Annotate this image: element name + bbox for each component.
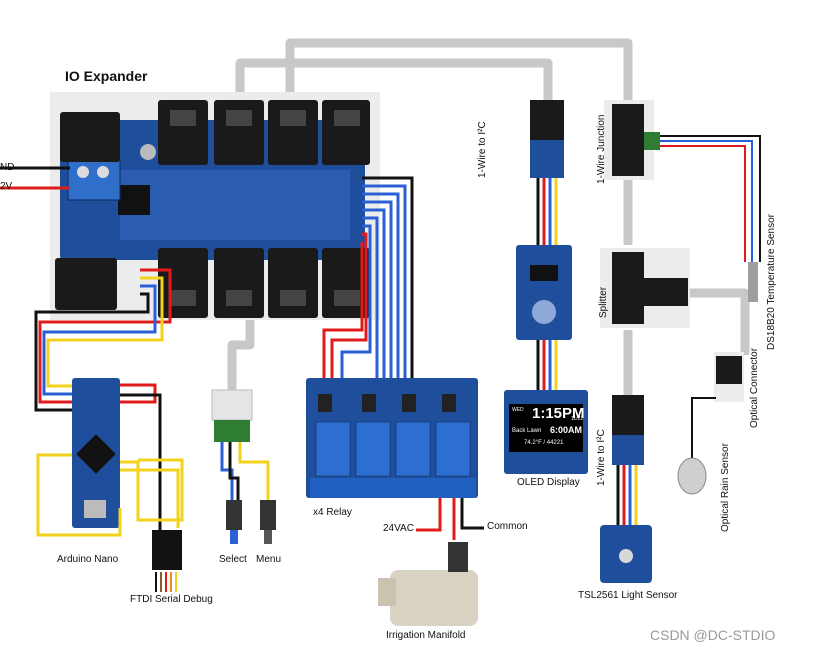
oled-zone: Back Lawn (512, 428, 542, 434)
ftdi-header (152, 530, 182, 570)
rtc-module (516, 245, 572, 340)
select-button[interactable] (226, 500, 242, 530)
onewire-junction-label: 1-Wire Junction (596, 114, 607, 184)
oled-remaining: 6:00AM (550, 425, 583, 435)
ds18b20-probe (748, 262, 758, 302)
ftdi-label: FTDI Serial Debug (130, 594, 213, 605)
arduino-nano-label: Arduino Nano (57, 554, 119, 565)
onewire-adapter-top-connector (530, 100, 564, 140)
button-terminal (214, 420, 250, 442)
optical-rain-sensor (677, 457, 707, 495)
watermark: CSDN @DC-STDIO (650, 627, 776, 643)
oled-screen (509, 404, 583, 452)
oled-date: 11/21 (571, 416, 584, 422)
menu-button[interactable] (260, 500, 276, 530)
splitter (612, 252, 644, 324)
relay-wires (322, 176, 414, 382)
usb-port (84, 500, 106, 518)
12v-label: 2V (0, 181, 13, 192)
oled-temp: 74.2°F / 44221 (524, 440, 564, 446)
onewire-junction (612, 104, 644, 176)
power-terminal (67, 159, 121, 201)
oled-time: 1:15PM (532, 405, 585, 422)
oled-label: OLED Display (517, 477, 580, 488)
24vac-label: 24VAC (383, 523, 414, 534)
capacitor (140, 144, 156, 160)
onewire-adapter-top (530, 140, 564, 178)
relay-terminals (310, 478, 476, 498)
gnd-label: ND (0, 162, 15, 173)
relay-label: x4 Relay (313, 507, 352, 518)
splitter-label: Splitter (598, 286, 609, 318)
ds18b20-label: DS18B20 Temperature Sensor (766, 213, 777, 350)
onewire-adapter-bottom-connector (612, 395, 644, 435)
optical-rain-label: Optical Rain Sensor (720, 443, 731, 532)
irrigation-label: Irrigation Manifold (386, 630, 466, 641)
tsl2561-label: TSL2561 Light Sensor (578, 590, 678, 601)
select-label: Select (219, 554, 247, 565)
gray-cables (227, 38, 750, 395)
oled-day: WED (512, 407, 524, 413)
onewire-adapter-bottom (612, 435, 644, 465)
chip (118, 185, 150, 215)
optical-connector (716, 356, 742, 384)
onewire-i2c-bottom-label: 1-Wire to I²C (596, 429, 607, 486)
arduino-wires (34, 268, 172, 540)
common-label: Common (487, 521, 528, 532)
menu-label: Menu (256, 554, 282, 565)
onewire-i2c-top-label: 1-Wire to I²C (477, 121, 488, 178)
io-expander-label: IO Expander (65, 68, 148, 84)
optical-connector-label: Optical Connector (749, 347, 760, 428)
irrigation-manifold (390, 570, 478, 626)
